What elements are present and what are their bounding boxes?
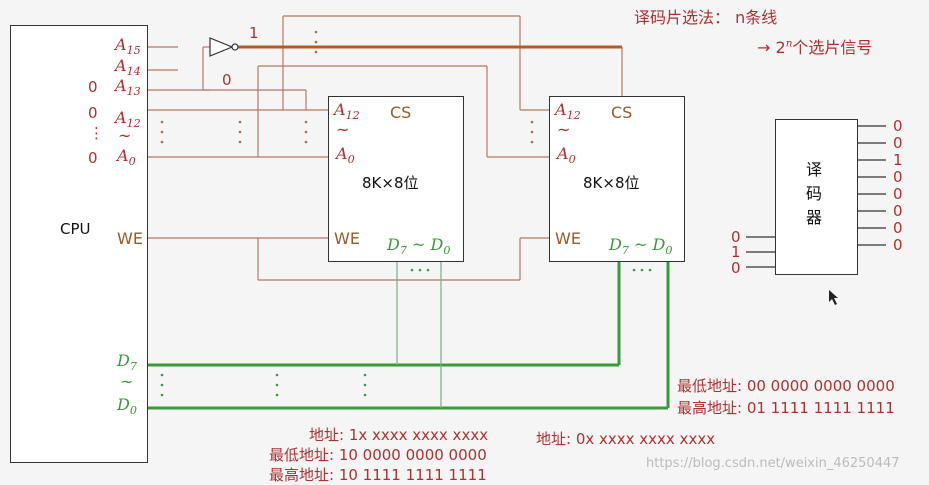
chip1-lowest-address: 最低地址: 10 0000 0000 0000	[269, 446, 487, 464]
cpu-a0-label: A0	[117, 146, 136, 169]
decoder-output-4: 0	[893, 185, 903, 203]
left-bit-a12: 0	[88, 104, 98, 122]
chip2-cs-label: CS	[611, 103, 633, 122]
chip1-highest-address: 最高地址: 10 1111 1111 1111	[269, 466, 487, 484]
decoder-output-2: 1	[893, 151, 903, 169]
chip1-a12-label: A12	[334, 100, 360, 123]
left-bit-ellipsis: ⋮	[89, 124, 104, 142]
inverter-in-bit: 0	[222, 71, 232, 89]
cpu-block	[10, 25, 148, 463]
chip1-data-label: D7 ~ D0	[387, 235, 451, 258]
chip1-we-label: WE	[334, 229, 360, 248]
decoder-input-1: 1	[731, 243, 741, 261]
chip1-tilde: ~	[336, 120, 350, 139]
cursor-icon	[829, 290, 838, 305]
decoder-output-0: 0	[893, 117, 903, 135]
chip2-address-pattern: 地址: 0x xxxx xxxx xxxx	[536, 430, 716, 448]
cpu-d7-label: D7	[117, 351, 137, 374]
chip1-title: 8K×8位	[362, 174, 419, 192]
memory-chip-2	[549, 96, 685, 262]
chip2-a12-label: A12	[555, 100, 581, 123]
cpu-addr-tilde: ~	[118, 126, 132, 145]
chip2-tilde: ~	[557, 120, 571, 139]
decoder-output-6: 0	[893, 219, 903, 237]
decoder-input-0: 0	[731, 228, 741, 246]
cpu-data-tilde: ~	[120, 372, 134, 391]
chip2-highest-address: 最高地址: 01 1111 1111 1111	[677, 399, 895, 417]
watermark: https://blog.csdn.net/weixin_46250447	[646, 456, 900, 471]
chip1-address-pattern: 地址: 1x xxxx xxxx xxxx	[309, 426, 489, 444]
chip2-title: 8K×8位	[583, 174, 640, 192]
cpu-a14-label: A14	[115, 56, 141, 79]
inverter-gate	[209, 37, 239, 57]
decoder-output-5: 0	[893, 202, 903, 220]
chip1-a0-label: A0	[336, 144, 355, 167]
chip2-data-label: D7 ~ D0	[609, 235, 673, 258]
cpu-a13-label: A13	[115, 76, 141, 99]
decoder-label: 译 码 器	[806, 160, 823, 227]
cpu-a12-label: A12	[115, 108, 141, 131]
decode-method-title: 译码片选法： n条线	[634, 8, 778, 27]
select-signal-count: → 2n个选片信号	[757, 37, 873, 57]
chip2-a0-label: A0	[557, 144, 576, 167]
cpu-a15-label: A15	[115, 35, 141, 58]
cpu-label: CPU	[60, 220, 91, 238]
decoder-output-1: 0	[893, 134, 903, 152]
chip2-lowest-address: 最低地址: 00 0000 0000 0000	[677, 377, 895, 395]
left-bit-a13: 0	[88, 78, 98, 96]
cpu-d0-label: D0	[117, 395, 137, 418]
decoder-block	[775, 119, 858, 275]
decoder-output-7: 0	[893, 236, 903, 254]
left-bit-a0: 0	[88, 149, 98, 167]
cpu-we-label: WE	[117, 229, 143, 248]
chip2-we-label: WE	[555, 229, 581, 248]
decoder-input-2: 0	[731, 259, 741, 277]
chip1-cs-label: CS	[390, 103, 412, 122]
inverter-out-bit: 1	[249, 24, 259, 42]
memory-chip-1	[328, 96, 464, 262]
decoder-output-3: 0	[893, 168, 903, 186]
